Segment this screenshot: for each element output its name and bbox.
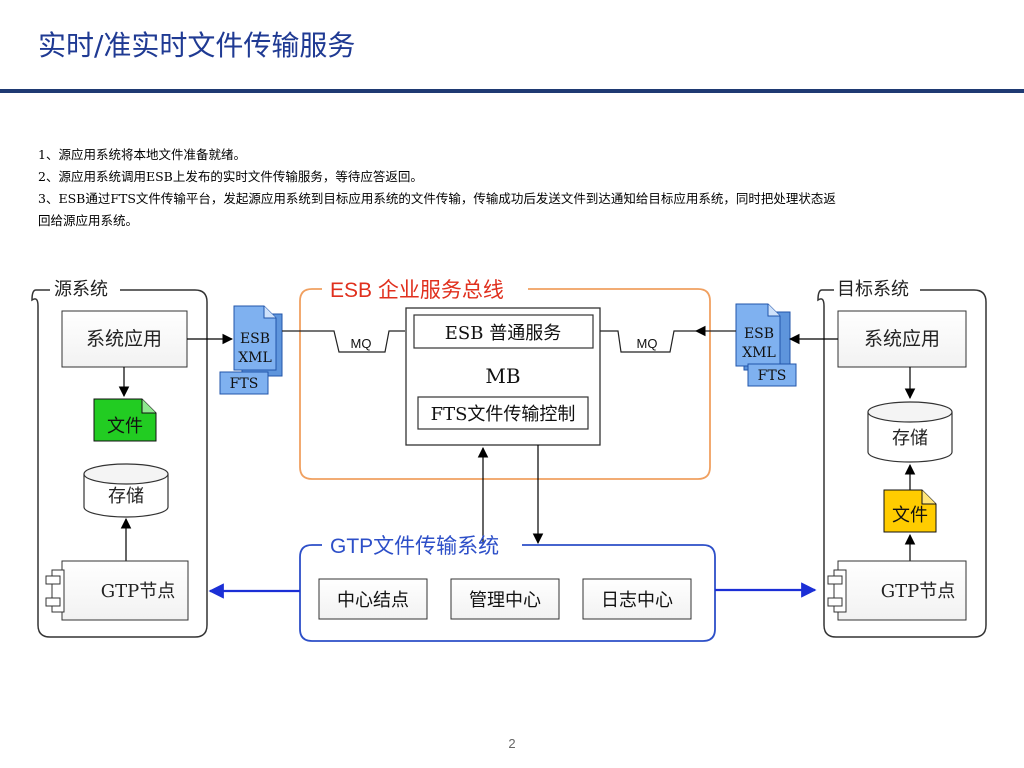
- doc-right-line2: XML: [742, 345, 776, 361]
- log-center-label: 日志中心: [601, 590, 673, 611]
- gtp-system: GTP文件传输系统 中心结点 管理中心 日志中心: [299, 535, 716, 642]
- description-line: 2、源应用系统调用ESB上发布的实时文件传输服务，等待应答返回。: [38, 169, 423, 184]
- doc-right-tag: [747, 363, 797, 387]
- source-system-label: 源系统: [54, 279, 108, 300]
- esb-bus: ESB 企业服务总线 ESB 普通服务 MB FTS文件传输控制 MQ MQ: [299, 279, 711, 480]
- target-app-box: [837, 310, 967, 368]
- target-node-box: [837, 560, 967, 621]
- fts-control-label: FTS文件传输控制: [431, 404, 576, 425]
- esb-frame: [299, 288, 711, 480]
- source-file-label: 文件: [107, 416, 143, 437]
- page-number: 2: [508, 736, 516, 751]
- fts-control-box: [417, 396, 589, 430]
- target-file-icon: [883, 489, 937, 533]
- esb-label: ESB 企业服务总线: [330, 279, 504, 302]
- target-node-label: GTP节点: [881, 581, 956, 602]
- source-system-frame: [31, 289, 208, 638]
- doc-right-tag-label: FTS: [758, 368, 787, 384]
- mb-label: MB: [485, 364, 520, 388]
- mq-left-label: MQ: [351, 336, 372, 351]
- source-file-icon: [93, 398, 157, 442]
- doc-right-line1: ESB: [744, 326, 774, 342]
- management-label: 管理中心: [469, 590, 541, 611]
- target-file-label: 文件: [892, 505, 928, 526]
- description-line: 3、ESB通过FTS文件传输平台，发起源应用系统到目标应用系统的文件传输，传输成…: [38, 191, 836, 206]
- source-node-box: [61, 560, 189, 621]
- esb-common-service-box: [413, 314, 594, 349]
- mq-right-label: MQ: [637, 336, 658, 351]
- mq-left-connector: [314, 330, 405, 353]
- doc-right-icon: [735, 303, 797, 387]
- source-storage-label: 存储: [108, 486, 144, 507]
- description-line: 1、源应用系统将本地文件准备就绪。: [38, 147, 246, 162]
- title-divider: [0, 89, 1024, 93]
- management-box: [450, 578, 560, 620]
- mq-right-connector: [600, 330, 696, 353]
- gtp-frame: [299, 544, 716, 642]
- doc-left-line1: ESB: [240, 331, 270, 347]
- page-title: 实时/准实时文件传输服务: [38, 29, 356, 62]
- target-system-frame: [817, 289, 987, 638]
- gtp-label: GTP文件传输系统: [330, 535, 499, 558]
- source-app-label: 系统应用: [86, 328, 162, 350]
- target-system-label: 目标系统: [837, 279, 909, 300]
- description: 1、源应用系统将本地文件准备就绪。 2、源应用系统调用ESB上发布的实时文件传输…: [38, 144, 978, 232]
- doc-left-tag-label: FTS: [230, 376, 259, 392]
- target-app-label: 系统应用: [864, 328, 940, 350]
- center-node-box: [318, 578, 428, 620]
- doc-left-tag: [219, 371, 269, 395]
- target-storage-label: 存储: [892, 428, 928, 449]
- source-node-label: GTP节点: [101, 581, 176, 602]
- target-system: 目标系统 系统应用 存储 文件 GTP节点: [817, 279, 987, 638]
- esb-common-service-label: ESB 普通服务: [445, 323, 561, 344]
- doc-left-line2: XML: [238, 350, 272, 366]
- component-icon: [45, 569, 65, 613]
- source-app-box: [61, 310, 188, 368]
- center-node-label: 中心结点: [337, 590, 409, 611]
- target-storage-icon: [867, 401, 953, 463]
- description-line: 回给源应用系统。: [38, 213, 139, 228]
- source-storage-icon: [83, 463, 169, 518]
- source-system: 源系统 系统应用 文件 存储 GTP节点: [31, 279, 208, 638]
- log-center-box: [582, 578, 692, 620]
- component-icon: [827, 569, 847, 613]
- doc-left-icon: [219, 305, 283, 395]
